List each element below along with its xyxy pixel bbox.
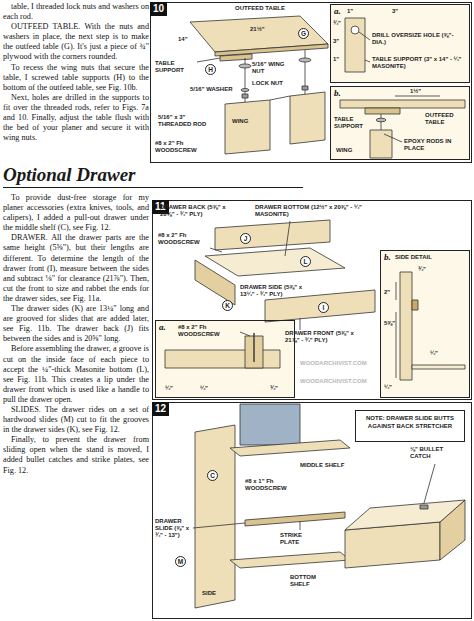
section-heading: Optional Drawer xyxy=(3,164,303,188)
part-callout: OUTFEED TABLE xyxy=(235,5,285,12)
part-letter: K xyxy=(222,300,233,311)
part-callout: MIDDLE SHELF xyxy=(300,462,345,469)
body-paragraph: The drawer sides (K) are 13¼" long and a… xyxy=(3,304,149,344)
part-callout: DRAWER FRONT (5⅝" x 21⅞" - ¾" PLY) xyxy=(285,330,370,344)
body-paragraph: To provide dust-free storage for my plan… xyxy=(3,193,149,233)
part-callout: DRAWER BOTTOM (12½" x 20⅝" - ¼" MASONITE… xyxy=(255,204,365,218)
part-callout: BOTTOM SHELF xyxy=(290,574,335,588)
part-callout: ¼" xyxy=(384,384,392,391)
part-callout: SIDE DETAIL xyxy=(395,254,432,261)
part-callout: 21½" xyxy=(250,26,265,33)
detail-letter: a. xyxy=(159,322,166,333)
figure-number: 12 xyxy=(152,402,169,416)
body-paragraph: DRAWER. All the drawer parts are the sam… xyxy=(3,233,149,304)
part-callout: WING xyxy=(232,118,248,125)
part-letter: G xyxy=(298,28,309,39)
part-callout: 1" xyxy=(333,56,339,63)
part-callout: ¼" xyxy=(165,385,173,392)
part-callout: 14" xyxy=(178,36,188,43)
part-callout: ⅜" BULLET CATCH xyxy=(410,446,465,460)
body-paragraph: Before assembling the drawer, a groove i… xyxy=(3,344,149,405)
body-paragraph: Next, holes are drilled in the supports … xyxy=(3,93,149,143)
part-callout: STRIKE PLATE xyxy=(280,532,315,546)
part-callout: 5/16" WING NUT xyxy=(252,61,292,75)
part-callout: 1½" xyxy=(410,88,421,95)
part-callout: ¾" xyxy=(270,385,278,392)
detail-letter: b. xyxy=(384,252,391,263)
part-callout: SIDE xyxy=(202,590,216,597)
part-callout: 5/16" WASHER xyxy=(190,86,240,93)
part-letter: I xyxy=(318,302,329,313)
part-letter: H xyxy=(205,64,216,75)
part-callout: DRAWER BACK (5⅝" x 20⅝" - ¾" PLY) xyxy=(160,204,230,218)
part-callout: OUTFEED TABLE xyxy=(425,112,467,126)
part-callout: 1" xyxy=(347,8,353,15)
part-callout: ¼" xyxy=(430,350,438,357)
part-letter: M xyxy=(175,556,186,567)
part-callout: 2" xyxy=(384,289,390,296)
part-letter: C xyxy=(207,470,218,481)
part-callout: TABLE SUPPORT xyxy=(155,60,195,74)
part-callout: EPOXY RODS IN PLACE xyxy=(404,138,464,152)
figure-panel: 11a.b. xyxy=(152,200,472,400)
part-callout: DRAWER SIDE (5⅝" x 13¼" - ¾" PLY) xyxy=(240,284,315,298)
part-callout: 3" xyxy=(333,38,339,45)
part-letter: L xyxy=(300,256,311,267)
body-paragraph: To recess the wing nuts that secure the … xyxy=(3,63,149,93)
body-paragraph: OUTFEED TABLE. With the nuts and washers… xyxy=(3,22,149,62)
figure-number: 10 xyxy=(150,2,167,16)
figure-panel: 12NOTE: DRAWER SLIDE BUTTS AGAINST BACK … xyxy=(152,402,472,619)
body-paragraph: table, I threaded lock nuts and washers … xyxy=(3,2,149,22)
text-column: table, I threaded lock nuts and washers … xyxy=(3,2,149,143)
part-callout: DRAWER SLIDE (⅝" x ¾" - 13") xyxy=(155,518,193,539)
part-callout: LOCK NUT xyxy=(252,80,283,87)
watermark: WOODARCHIVIST.COM xyxy=(300,360,367,367)
part-callout: TABLE SUPPORT xyxy=(334,116,364,130)
part-callout: WING xyxy=(336,147,352,154)
part-letter: J xyxy=(240,233,251,244)
body-paragraph: Finally, to prevent the drawer from slid… xyxy=(3,435,149,475)
part-callout: 5⅝" xyxy=(384,320,395,327)
part-callout: 5/16" x 3" THREADED ROD xyxy=(158,114,220,128)
body-paragraph: SLIDES. The drawer rides on a set of har… xyxy=(3,405,149,435)
part-callout: #8 x 2" Fh WOODSCREW xyxy=(155,140,220,154)
part-callout: #8 x 1" Fh WOODSCREW xyxy=(245,478,305,492)
part-callout: ¼" xyxy=(200,385,208,392)
note-text: NOTE: DRAWER SLIDE BUTTS AGAINST BACK ST… xyxy=(356,411,464,434)
part-callout: TABLE SUPPORT (3" x 14" - ¼" MASONITE) xyxy=(372,56,467,70)
part-callout: ¾" xyxy=(333,20,341,27)
part-callout: #8 x 2" Fh WOODSCREW xyxy=(178,324,240,338)
detail-letter: a. xyxy=(334,6,341,17)
detail-letter: b. xyxy=(334,88,341,99)
watermark: WOODARCHIVIST.COM xyxy=(300,378,367,385)
part-callout: #8 x 2" Fh WOODSCREW xyxy=(158,232,208,246)
detail-inset: a. xyxy=(330,4,470,83)
note-box: NOTE: DRAWER SLIDE BUTTS AGAINST BACK ST… xyxy=(355,410,465,442)
part-callout: 3" xyxy=(392,8,398,15)
part-callout: ¾" xyxy=(418,266,426,273)
text-column: To provide dust-free storage for my plan… xyxy=(3,193,149,476)
part-callout: DRILL OVERSIZE HOLE (⅝"-DIA.) xyxy=(372,32,467,46)
